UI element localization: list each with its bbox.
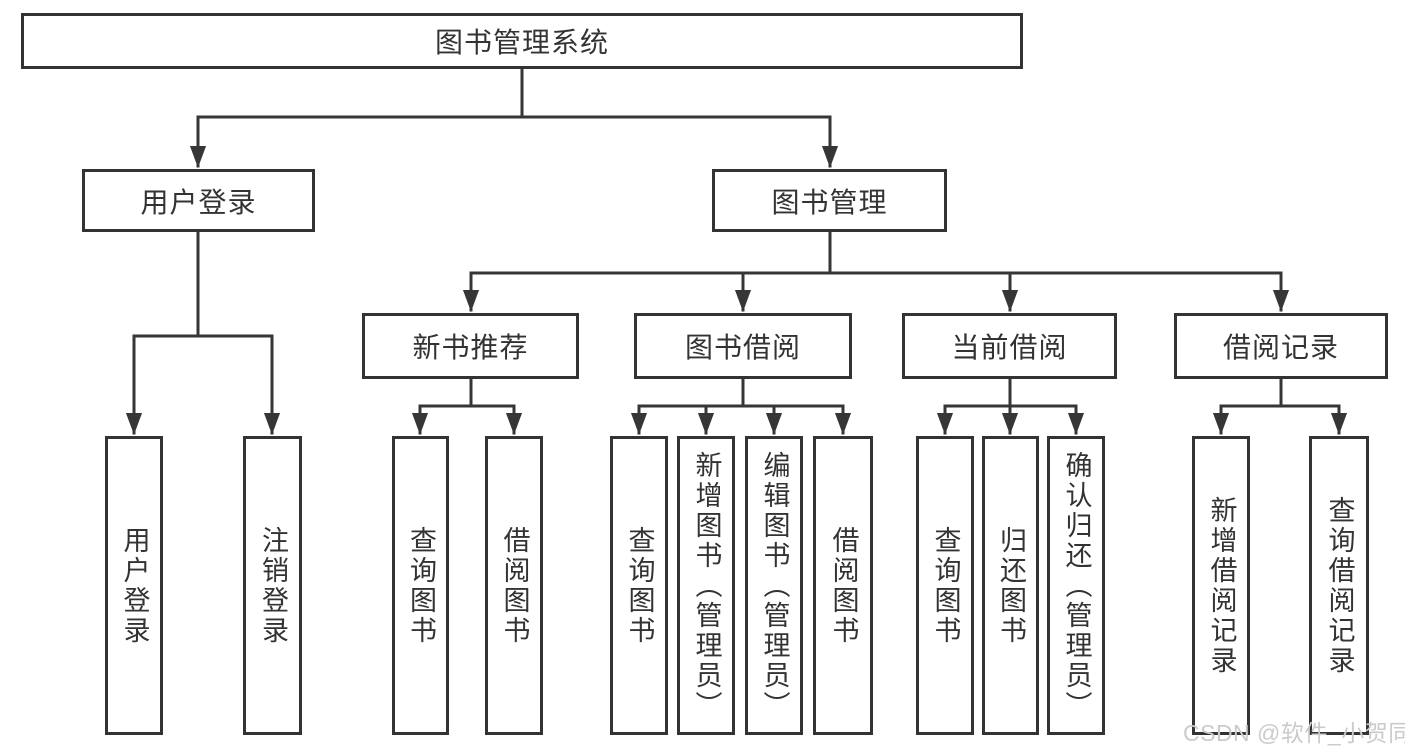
node-root-label: 图书管理系统	[434, 27, 609, 58]
leaf-edit-book-admin: 编辑图书（管理员）	[745, 436, 803, 735]
branch-book-management	[469, 230, 1283, 275]
leaf-add-book-admin: 新增图书（管理员）	[677, 436, 735, 735]
node-book-management-label: 图书管理	[771, 186, 888, 218]
leaf-edit-book-admin-label: 编辑图书（管理员）	[759, 450, 790, 721]
node-current-borrow: 当前借阅	[902, 313, 1117, 379]
node-borrow-records-label: 借阅记录	[1222, 332, 1339, 363]
leaf-borrow-book-recommend-label: 借阅图书	[499, 525, 530, 646]
leaf-query-book-current-label: 查询图书	[930, 525, 961, 646]
node-book-management: 图书管理	[712, 169, 947, 232]
leaf-query-borrow-record-label: 查询借阅记录	[1324, 495, 1355, 676]
leaf-borrow-book: 借阅图书	[813, 436, 873, 735]
leaf-logout: 注销登录	[243, 436, 302, 735]
csdn-watermark: CSDN @软件_小贺同学	[1183, 720, 1405, 746]
leaf-return-book-label: 归还图书	[996, 525, 1026, 646]
leaf-user-login: 用户登录	[105, 436, 163, 735]
leaf-add-book-admin-label: 新增图书（管理员）	[691, 450, 722, 721]
leaf-query-book-recommend-label: 查询图书	[406, 525, 436, 646]
leaf-user-login-label: 用户登录	[119, 525, 150, 646]
node-user-login: 用户登录	[82, 169, 315, 232]
node-root-system: 图书管理系统	[21, 13, 1023, 69]
branch-book-borrow	[637, 377, 845, 408]
node-book-borrow-label: 图书借阅	[684, 332, 801, 363]
node-new-book-recommend: 新书推荐	[362, 313, 579, 379]
leaf-logout-label: 注销登录	[258, 525, 288, 646]
leaf-add-borrow-record-label: 新增借阅记录	[1206, 495, 1237, 676]
node-user-login-label: 用户登录	[140, 186, 257, 218]
branch-root	[196, 66, 832, 119]
leaf-confirm-return-admin-label: 确认归还（管理员）	[1061, 450, 1092, 721]
leaf-query-book-current: 查询图书	[916, 436, 974, 735]
leaf-query-book-borrow: 查询图书	[610, 436, 668, 735]
node-new-book-recommend-label: 新书推荐	[412, 332, 529, 363]
leaf-query-book-recommend: 查询图书	[392, 436, 449, 735]
leaf-borrow-book-recommend: 借阅图书	[485, 436, 543, 735]
leaf-borrow-book-label: 借阅图书	[828, 525, 859, 646]
leaf-query-borrow-record: 查询借阅记录	[1309, 436, 1369, 735]
leaf-confirm-return-admin: 确认归还（管理员）	[1047, 436, 1105, 735]
node-book-borrow: 图书借阅	[634, 313, 852, 379]
leaf-query-book-borrow-label: 查询图书	[624, 525, 655, 646]
node-borrow-records: 借阅记录	[1174, 313, 1388, 379]
node-current-borrow-label: 当前借阅	[951, 332, 1068, 363]
branch-borrow-records	[1219, 377, 1341, 408]
leaf-return-book: 归还图书	[982, 436, 1039, 735]
leaf-add-borrow-record: 新增借阅记录	[1192, 436, 1250, 735]
branch-new-book-recommend	[418, 377, 516, 408]
branch-user-login	[132, 230, 274, 338]
branch-current-borrow	[943, 377, 1078, 408]
